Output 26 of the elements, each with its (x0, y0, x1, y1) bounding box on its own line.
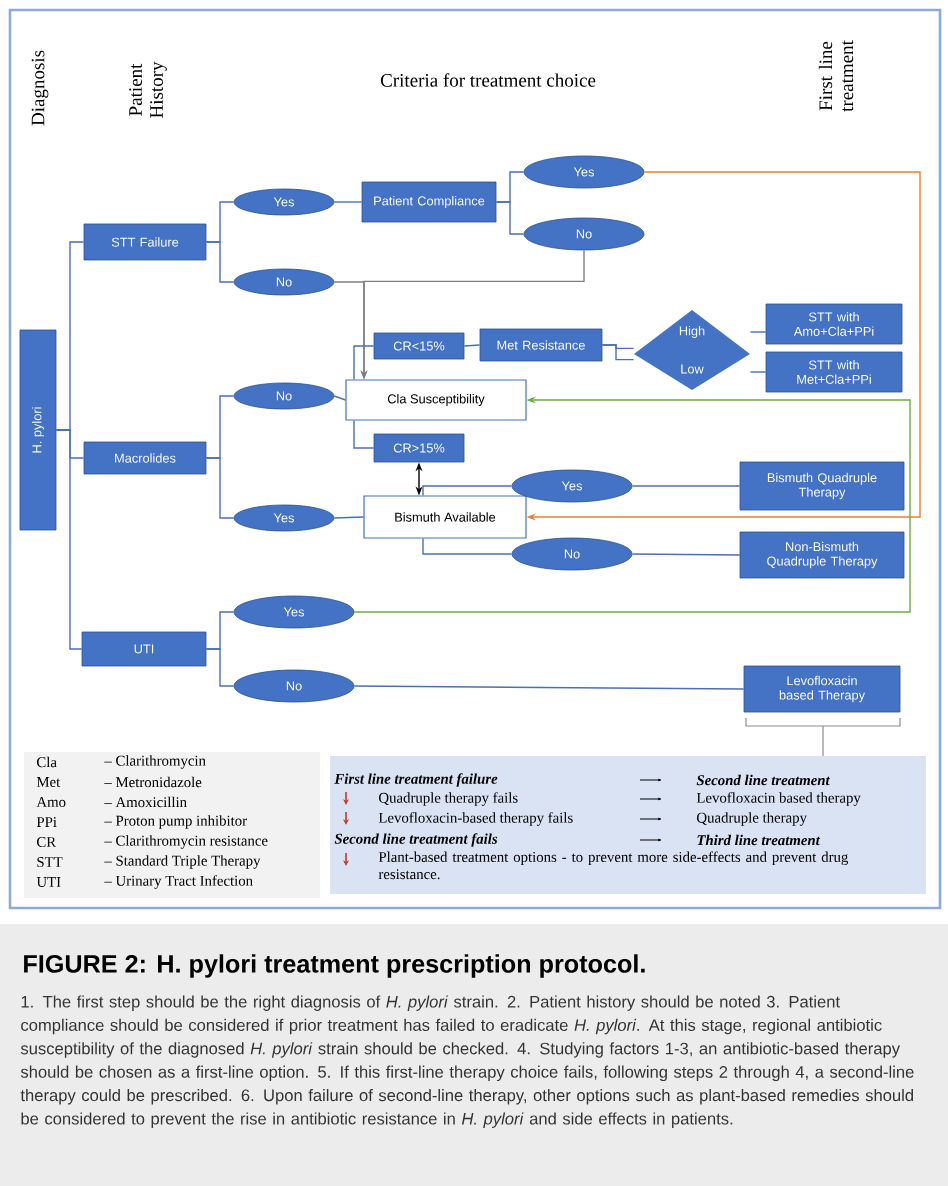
column-heading: Patient History (129, 61, 167, 118)
connector-line (749, 331, 767, 333)
connector-line (333, 395, 347, 401)
connector-line (333, 201, 363, 203)
connector-line (422, 485, 513, 497)
connector-line (495, 201, 525, 235)
connector-line (205, 241, 235, 283)
connector-line (422, 537, 513, 555)
column-heading: Criteria for treatment choice (380, 73, 596, 87)
connector-line (463, 344, 481, 347)
caption-text: 1. The first step should be the right diagnosis of H. pylori strain. 2. Patient history should be noted 3. Patient compliance should be considered if prior treatment has failed to eradicate H. pylori. At this stage, regional antibiotic susceptibility of the diagnosed H. pylori strain should be checked. 4. Studying factors 1-3, an antibiotic-based therapy should be chosen as a first-line option. 5. If this first-line therapy choice fails, following steps 2 through 4, a second-line therapy could be prescribed. 6. Upon failure of second-line therapy, other options such as plant-based remedies should be considered to prevent the rise in antibiotic resistance in H. pylori and side effects in patients. (20, 995, 914, 1128)
connector-line (353, 345, 375, 381)
connector-line (205, 457, 235, 519)
connector-line (631, 485, 741, 487)
connector-line (749, 371, 767, 373)
connector-line (205, 648, 235, 687)
treatment-panel (330, 756, 926, 894)
connector-line (333, 516, 365, 519)
connector-line (55, 429, 83, 650)
connector-line (353, 419, 375, 449)
connector-line (601, 344, 635, 361)
connector-line (631, 553, 741, 556)
column-heading: Diagnosis (31, 50, 49, 126)
column-heading: First line treatment (818, 40, 854, 112)
connector-line (353, 685, 745, 690)
figure-title: FIGURE 2: H. pylori treatment prescription protocol. (24, 954, 645, 978)
